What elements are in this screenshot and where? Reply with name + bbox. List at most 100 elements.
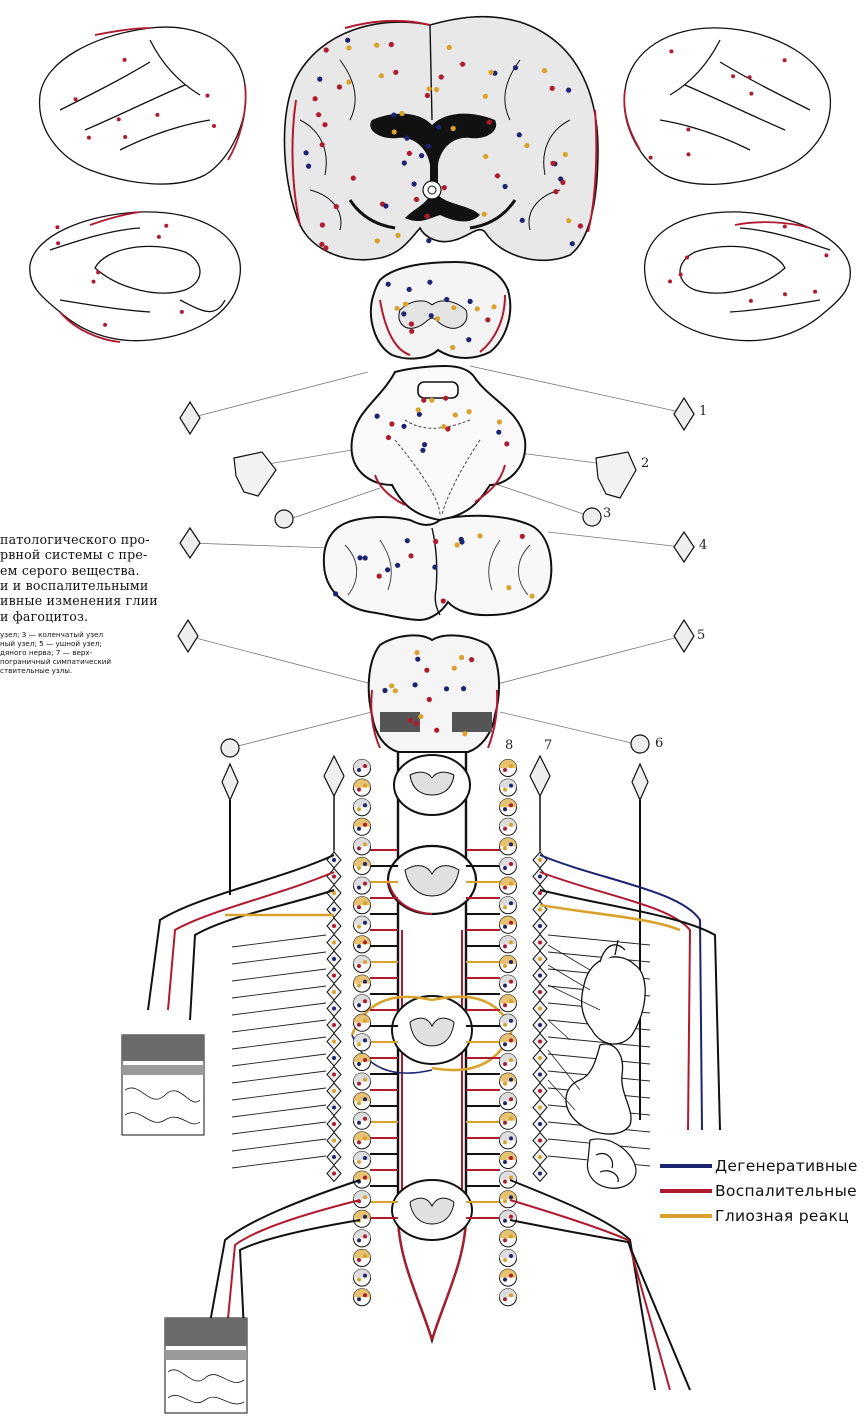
caption-main-text: патологического про- рвной системы с пре… (0, 532, 178, 624)
ganglion-7-right (530, 756, 550, 796)
lesion-dot (451, 305, 456, 310)
spinal-ganglion-right (500, 1112, 517, 1129)
sympathetic-node-right (533, 852, 547, 868)
intercostal-line-left (232, 952, 326, 964)
lesion-dot (346, 45, 351, 50)
spinal-ganglion-right (500, 975, 517, 992)
lesion-dot (783, 225, 787, 229)
skin-muscle-block-upper (122, 1035, 204, 1135)
ganglion-6b-left (222, 764, 238, 800)
lesion-dot (212, 124, 216, 128)
spinal-ganglion-right (500, 838, 517, 855)
spinal-ganglion-right (500, 858, 517, 875)
sympathetic-node-right (533, 1116, 547, 1132)
footnote-line: ствительные узлы. (0, 666, 178, 675)
lesion-dot (520, 534, 525, 539)
lesion-dot (306, 164, 311, 169)
lesion-dot (429, 313, 434, 318)
lesion-dot (489, 70, 494, 75)
spinal-ganglion-left (354, 936, 371, 953)
sympathetic-node-left (327, 1083, 341, 1099)
sympathetic-node-left (327, 1133, 341, 1149)
spinal-ganglion-left (354, 975, 371, 992)
spinal-ganglion-left (354, 1269, 371, 1286)
spinal-ganglion-left (354, 1250, 371, 1267)
lesion-dot (96, 270, 100, 274)
sympathetic-node-left (327, 1001, 341, 1017)
lesion-dot (401, 424, 406, 429)
sympathetic-node-right (533, 1034, 547, 1050)
lesion-dot (504, 441, 509, 446)
spinal-ganglion-left (354, 1014, 371, 1031)
lesion-dot (117, 117, 121, 121)
brain-lateral-right-top (624, 28, 830, 184)
legend-label: Дегенеративные (715, 1157, 858, 1175)
lesion-dot (414, 721, 419, 726)
lesion-dot (157, 235, 161, 239)
spinal-section-lumbar (392, 1180, 472, 1240)
sympathetic-node-left (327, 1116, 341, 1132)
spinal-ganglion-left (354, 956, 371, 973)
lesion-dot (517, 132, 522, 137)
footnote-line: пограничный симпатический (0, 657, 178, 666)
lesion-dot (452, 666, 457, 671)
lesion-dot (320, 142, 325, 147)
ganglion-4-right (674, 532, 694, 562)
lesion-dot (375, 414, 380, 419)
lesion-dot (407, 287, 412, 292)
lesion-dot (459, 537, 464, 542)
lesion-dot (409, 329, 414, 334)
caption-line: патологического про- (0, 532, 178, 547)
sympathetic-node-right (533, 984, 547, 1000)
lesion-dot (813, 290, 817, 294)
lesion-dot (123, 135, 127, 139)
lesion-dot (389, 683, 394, 688)
lesion-dot (824, 253, 828, 257)
lesion-dot (506, 585, 511, 590)
spinal-ganglion-right (500, 1014, 517, 1031)
spinal-ganglion-right (500, 1073, 517, 1090)
lesion-dot (649, 156, 653, 160)
lesion-dot (443, 396, 448, 401)
spinal-ganglion-right (500, 1132, 517, 1149)
lesion-dot (316, 112, 321, 117)
lesion-dot (434, 728, 439, 733)
lesion-dot (414, 197, 419, 202)
lesion-dot (379, 73, 384, 78)
spinal-ganglion-right (500, 956, 517, 973)
lesion-dot (395, 563, 400, 568)
sympathetic-node-right (533, 1149, 547, 1165)
figure-caption: патологического про- рвной системы с пре… (0, 532, 178, 675)
spinal-ganglion-left (354, 1054, 371, 1071)
sympathetic-node-left (327, 1050, 341, 1066)
lesion-dot (375, 238, 380, 243)
spinal-ganglion-right (500, 818, 517, 835)
lesion-dot (455, 542, 460, 547)
sympathetic-node-left (327, 935, 341, 951)
spinal-ganglion-right (500, 1093, 517, 1110)
ganglion-5-right (674, 620, 694, 652)
lesion-dot (513, 65, 518, 70)
lesion-dot (434, 87, 439, 92)
spinal-ganglion-right (500, 916, 517, 933)
lesion-dot (426, 144, 431, 149)
lesion-dot (442, 185, 447, 190)
lesion-dot (578, 223, 583, 228)
intercostal-line-left (232, 1139, 326, 1151)
spinal-ganglion-right (500, 936, 517, 953)
lesion-dot (386, 282, 391, 287)
lesion-dot (529, 594, 534, 599)
sympathetic-node-right (533, 968, 547, 984)
lesion-dot (425, 214, 430, 219)
spinal-ganglion-left (354, 1230, 371, 1247)
lesion-dot (401, 311, 406, 316)
spinal-ganglion-left (354, 1112, 371, 1129)
ganglion-6-left (221, 739, 239, 757)
lesion-dot (405, 538, 410, 543)
caption-line: ем серого вещества. (0, 563, 178, 578)
spinal-ganglion-right (500, 760, 517, 777)
sympathetic-node-left (327, 852, 341, 868)
lesion-dot (432, 565, 437, 570)
spinal-ganglion-left (354, 858, 371, 875)
lesion-dot (383, 203, 388, 208)
